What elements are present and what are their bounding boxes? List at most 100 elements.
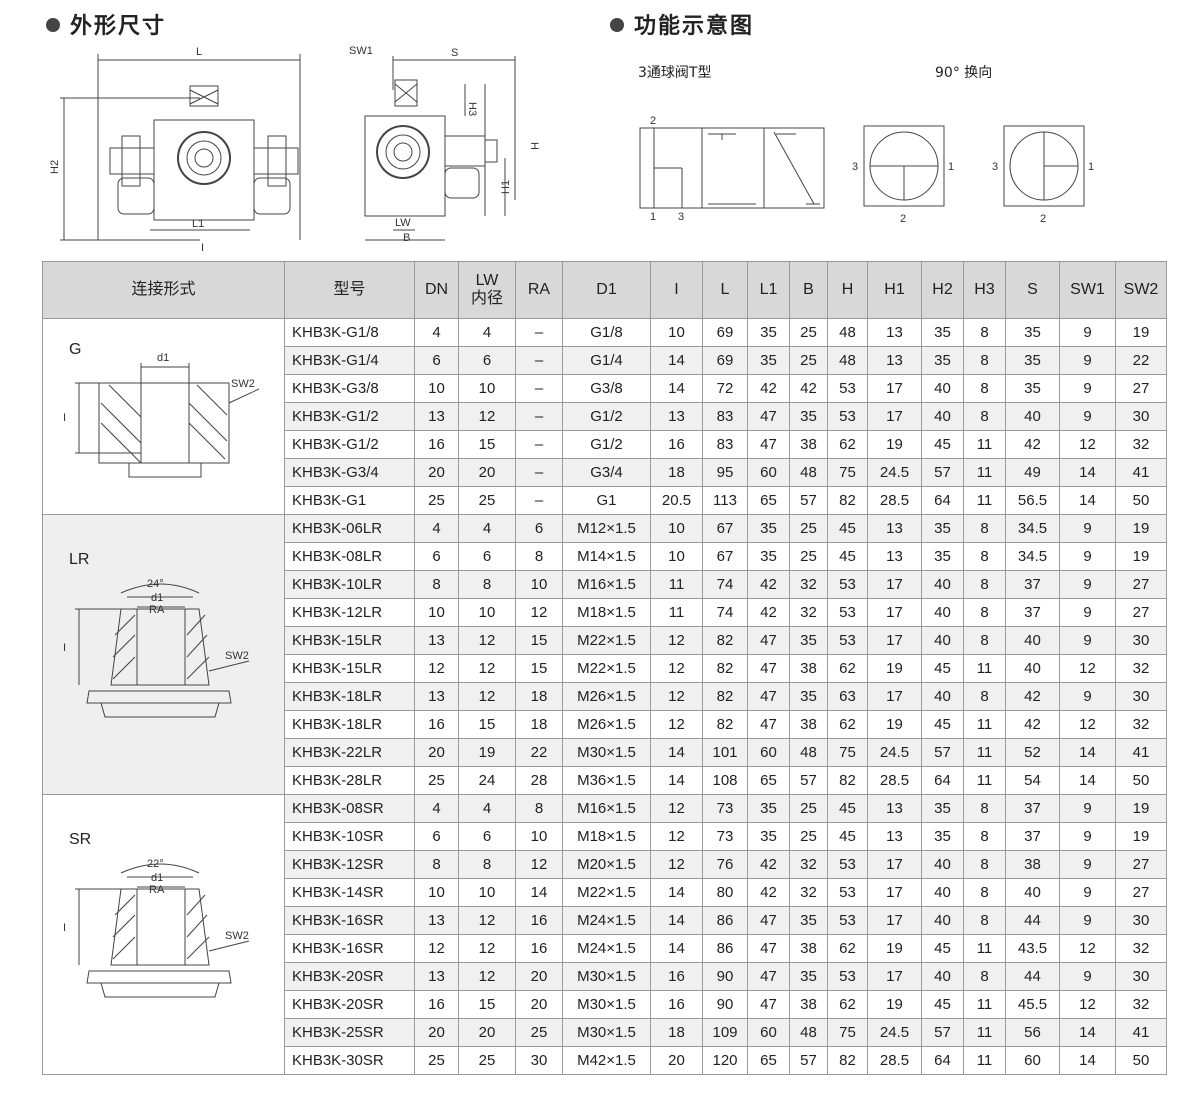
table-cell: 109 bbox=[702, 1018, 748, 1047]
table-cell: G3/4 bbox=[562, 458, 651, 487]
table-cell: 65 bbox=[747, 1046, 790, 1075]
column-header: 型号 bbox=[284, 261, 415, 319]
table-cell: 20 bbox=[515, 962, 563, 991]
table-cell: 57 bbox=[789, 1046, 828, 1075]
table-cell: 113 bbox=[702, 486, 748, 515]
table-cell: 40 bbox=[921, 570, 964, 599]
table-cell: 16 bbox=[414, 710, 459, 739]
table-cell: 50 bbox=[1115, 486, 1167, 515]
table-cell: 17 bbox=[867, 962, 922, 991]
table-cell: 18 bbox=[650, 1018, 703, 1047]
table-cell: 14 bbox=[1059, 1046, 1116, 1075]
table-cell: 25 bbox=[414, 486, 459, 515]
table-cell: 16 bbox=[515, 906, 563, 935]
table-cell: 72 bbox=[702, 374, 748, 403]
table-cell: 25 bbox=[789, 822, 828, 851]
table-cell: 13 bbox=[414, 402, 459, 431]
svg-text:3: 3 bbox=[992, 161, 998, 173]
table-cell: 11 bbox=[963, 1018, 1006, 1047]
table-cell: 18 bbox=[515, 682, 563, 711]
svg-text:H2: H2 bbox=[50, 160, 61, 174]
table-cell: 10 bbox=[458, 878, 516, 907]
table-cell: 10 bbox=[414, 878, 459, 907]
drawing-label: d1 bbox=[151, 872, 163, 884]
table-cell: 11 bbox=[963, 766, 1006, 795]
column-header: L1 bbox=[747, 261, 790, 319]
table-cell: 9 bbox=[1059, 514, 1116, 543]
table-cell: 13 bbox=[867, 542, 922, 571]
table-cell: 25 bbox=[789, 318, 828, 347]
table-cell: 42 bbox=[747, 850, 790, 879]
column-header: B bbox=[789, 261, 828, 319]
connection-type-name: SR bbox=[69, 831, 92, 848]
column-header: H3 bbox=[963, 261, 1006, 319]
table-cell: 16 bbox=[650, 990, 703, 1019]
table-cell: 12 bbox=[650, 710, 703, 739]
table-cell: 38 bbox=[789, 654, 828, 683]
table-cell: 40 bbox=[921, 682, 964, 711]
table-cell: 11 bbox=[963, 486, 1006, 515]
table-cell: 27 bbox=[1115, 374, 1167, 403]
table-cell: 30 bbox=[1115, 906, 1167, 935]
svg-text:H1: H1 bbox=[500, 180, 512, 194]
table-cell: 9 bbox=[1059, 570, 1116, 599]
table-cell: 62 bbox=[827, 934, 868, 963]
table-cell: 34.5 bbox=[1005, 514, 1060, 543]
table-cell: 62 bbox=[827, 654, 868, 683]
table-cell: 12 bbox=[458, 934, 516, 963]
table-cell: 9 bbox=[1059, 794, 1116, 823]
table-cell: 8 bbox=[963, 570, 1006, 599]
table-cell: 45 bbox=[921, 654, 964, 683]
table-cell: 22 bbox=[515, 738, 563, 767]
table-cell: 19 bbox=[458, 738, 516, 767]
table-cell: 35 bbox=[789, 402, 828, 431]
model-cell: KHB3K-G3/8 bbox=[284, 374, 415, 403]
table-cell: 8 bbox=[963, 598, 1006, 627]
table-cell: 50 bbox=[1115, 1046, 1167, 1075]
table-cell: 50 bbox=[1115, 766, 1167, 795]
drawing-label: 24° bbox=[147, 578, 164, 590]
column-header: SW1 bbox=[1059, 261, 1116, 319]
table-cell: 82 bbox=[702, 710, 748, 739]
table-cell: 40 bbox=[921, 626, 964, 655]
table-cell: 60 bbox=[747, 1018, 790, 1047]
model-cell: KHB3K-G1/2 bbox=[284, 430, 415, 459]
table-cell: 19 bbox=[867, 934, 922, 963]
table-cell: 17 bbox=[867, 850, 922, 879]
table-cell: 40 bbox=[921, 878, 964, 907]
table-cell: 35 bbox=[1005, 346, 1060, 375]
table-cell: 16 bbox=[650, 430, 703, 459]
table-cell: 32 bbox=[789, 570, 828, 599]
table-cell: 86 bbox=[702, 934, 748, 963]
table-cell: 6 bbox=[414, 822, 459, 851]
table-cell: 35 bbox=[921, 346, 964, 375]
table-cell: 35 bbox=[1005, 318, 1060, 347]
table-cell: 20 bbox=[458, 458, 516, 487]
table-cell: 32 bbox=[1115, 934, 1167, 963]
table-cell: 11 bbox=[963, 738, 1006, 767]
table-cell: 8 bbox=[963, 542, 1006, 571]
model-cell: KHB3K-10SR bbox=[284, 822, 415, 851]
table-cell: 47 bbox=[747, 710, 790, 739]
table-cell: 13 bbox=[414, 626, 459, 655]
table-cell: 15 bbox=[515, 654, 563, 683]
table-cell: 28.5 bbox=[867, 486, 922, 515]
table-cell: 27 bbox=[1115, 878, 1167, 907]
column-header: I bbox=[650, 261, 703, 319]
model-cell: KHB3K-16SR bbox=[284, 934, 415, 963]
model-cell: KHB3K-06LR bbox=[284, 514, 415, 543]
table-cell: 24.5 bbox=[867, 458, 922, 487]
table-cell: 82 bbox=[827, 766, 868, 795]
table-cell: 57 bbox=[921, 458, 964, 487]
model-cell: KHB3K-12SR bbox=[284, 850, 415, 879]
table-cell: 47 bbox=[747, 430, 790, 459]
table-cell: 57 bbox=[921, 738, 964, 767]
table-cell: 40 bbox=[1005, 654, 1060, 683]
table-cell: 42 bbox=[747, 878, 790, 907]
table-cell: 42 bbox=[747, 570, 790, 599]
